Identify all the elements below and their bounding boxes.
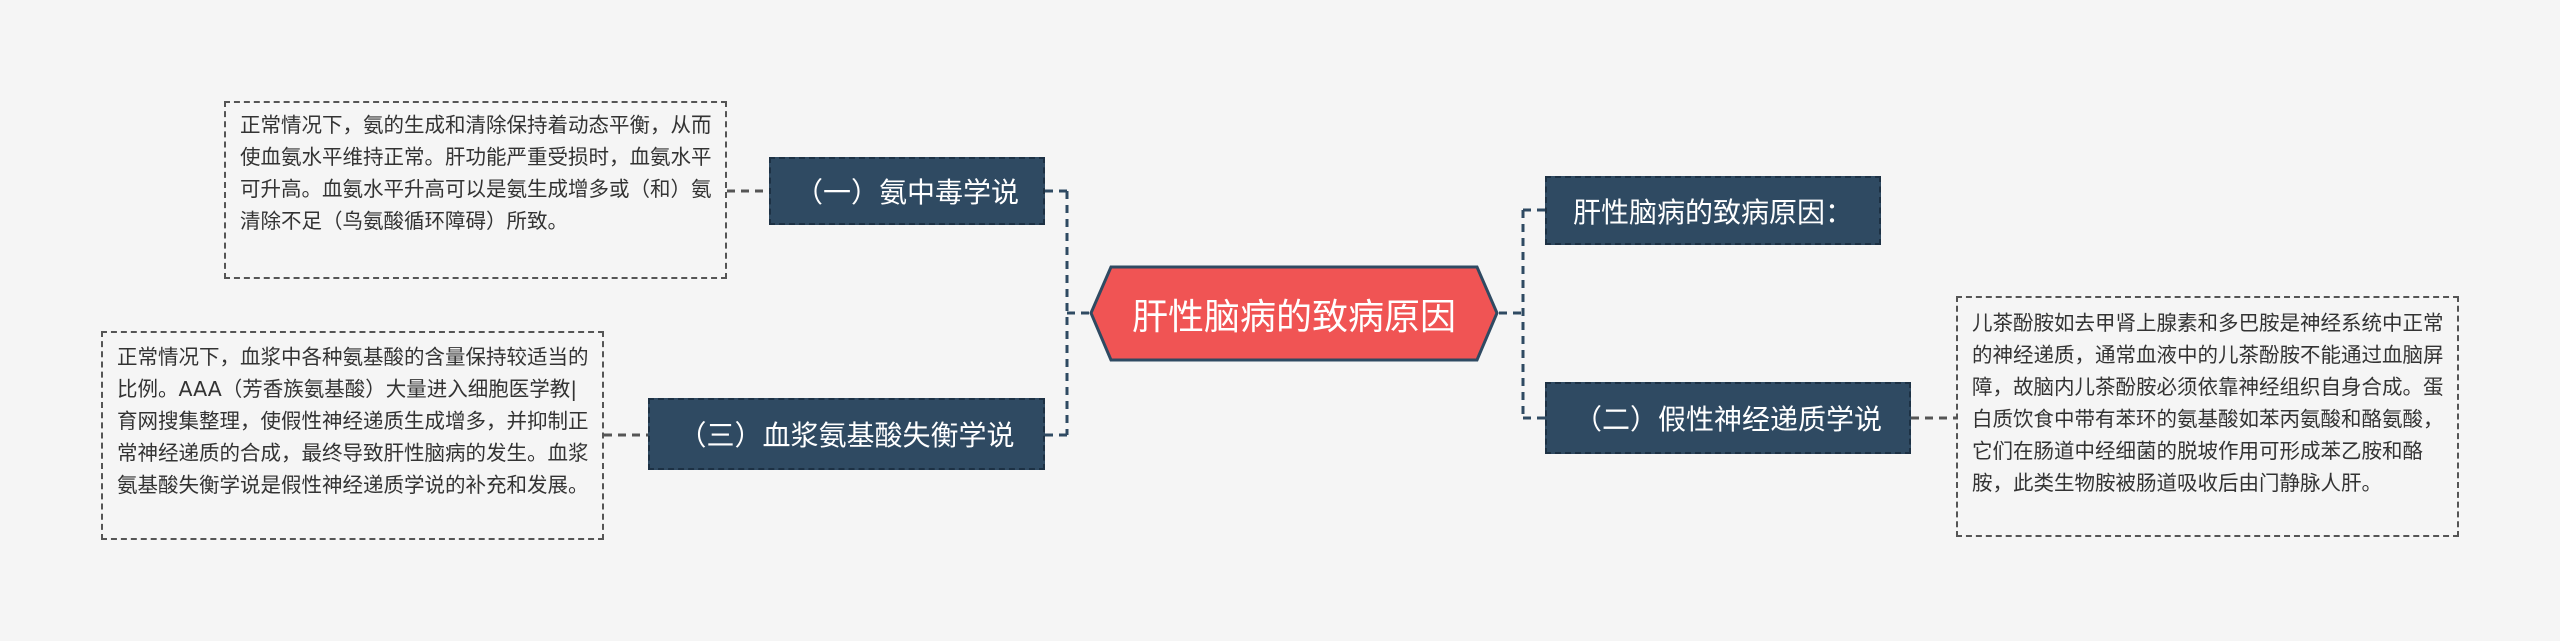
topic-false-neurotransmitter[interactable]: （二）假性神经递质学说 [1545,382,1911,454]
note-false-neurotransmitter[interactable]: 儿茶酚胺如去甲肾上腺素和多巴胺是神经系统中正常的神经递质，通常血液中的儿茶酚胺不… [1956,296,2459,537]
topic-label: （一）氨中毒学说 [794,176,1019,209]
central-topic-label: 肝性脑病的致病原因 [1131,296,1456,338]
note-text: 正常情况下，氨的生成和清除保持着动态平衡，从而使血氨水平维持正常。肝功能严重受损… [240,113,712,233]
right-connector [1499,208,1545,420]
topic-ammonia-toxicity[interactable]: （一）氨中毒学说 [769,157,1045,225]
topic-label: （三）血浆氨基酸失衡学说 [678,419,1015,452]
note-text: 儿茶酚胺如去甲肾上腺素和多巴胺是神经系统中正常的神经递质，通常血液中的儿茶酚胺不… [1972,311,2444,495]
note-ammonia-toxicity[interactable]: 正常情况下，氨的生成和清除保持着动态平衡，从而使血氨水平维持正常。肝功能严重受损… [224,101,727,279]
topic-label: （二）假性神经递质学说 [1573,403,1882,436]
left-connector [1045,189,1089,437]
hexagon-shape [1089,265,1499,362]
central-topic[interactable]: 肝性脑病的致病原因 [1089,265,1499,362]
note-amino-acid-imbalance[interactable]: 正常情况下，血浆中各种氨基酸的含量保持较适当的比例。AAA（芳香族氨基酸）大量进… [101,331,604,540]
topic-amino-acid-imbalance[interactable]: （三）血浆氨基酸失衡学说 [648,398,1045,470]
note-text: 正常情况下，血浆中各种氨基酸的含量保持较适当的比例。AAA（芳香族氨基酸）大量进… [117,345,589,497]
topic-label: 肝性脑病的致病原因： [1572,195,1853,229]
topic-causes-heading[interactable]: 肝性脑病的致病原因： [1545,176,1881,245]
